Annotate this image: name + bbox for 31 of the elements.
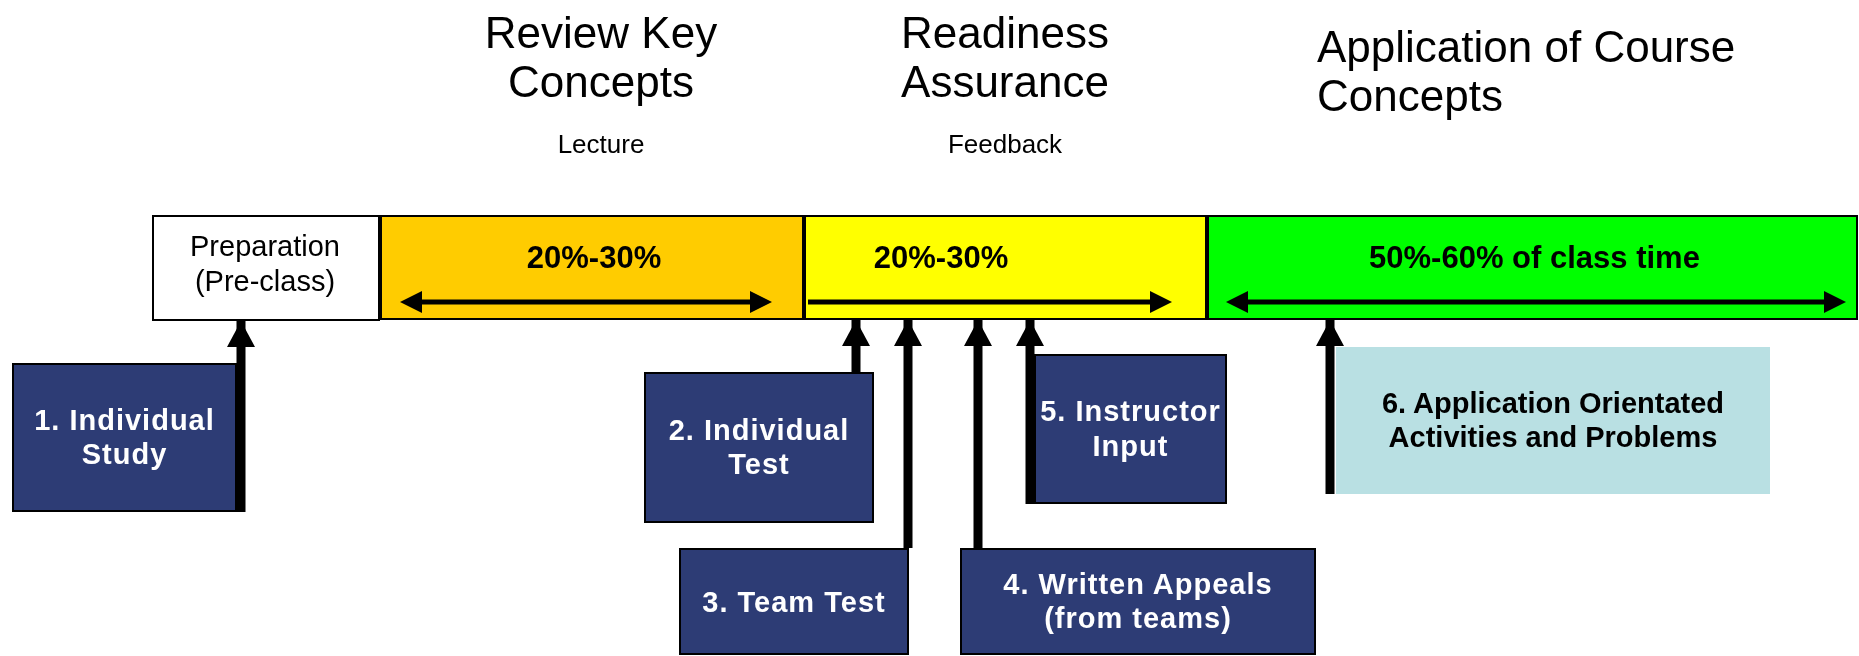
arrow: [1316, 320, 1344, 494]
arrow: [1016, 320, 1044, 504]
step-label: 1. Individual Study: [33, 402, 216, 473]
step-label: 4. Written Appeals (from teams): [1002, 566, 1274, 637]
step-box: [1034, 354, 1227, 504]
step-label: 5. Instructor Input: [1039, 394, 1222, 464]
step-box: [644, 372, 874, 523]
section-heading: Readiness Assurance: [900, 8, 1110, 107]
percent-label: 20%-30%: [872, 239, 1010, 277]
step-box: [960, 548, 1316, 655]
step-box: [1336, 347, 1770, 494]
step-label: 3. Team Test: [701, 584, 887, 619]
arrow: [964, 320, 992, 548]
arrow: [227, 321, 255, 512]
arrow: [842, 320, 870, 372]
section-heading: Review Key Concepts: [483, 8, 719, 107]
step-label: 2. Individual Test: [667, 412, 851, 483]
time-bar: [804, 215, 1207, 320]
section-subheading: Feedback: [946, 130, 1064, 160]
step-box: [679, 548, 909, 655]
stage-label: Preparation (Pre-class): [189, 229, 341, 299]
time-bar: [1207, 215, 1858, 320]
step-box: [12, 363, 237, 512]
percent-label: 20%-30%: [525, 239, 663, 277]
step-label: 6. Application Orientated Activities and Problems: [1380, 385, 1726, 456]
percent-label: 50%-60% of class time: [1368, 239, 1701, 277]
arrow: [894, 320, 922, 548]
time-bar: [380, 215, 804, 320]
section-subheading: Lecture: [556, 130, 646, 160]
stage-box: [152, 215, 380, 321]
section-heading: Application of Course Concepts: [1317, 22, 1737, 121]
